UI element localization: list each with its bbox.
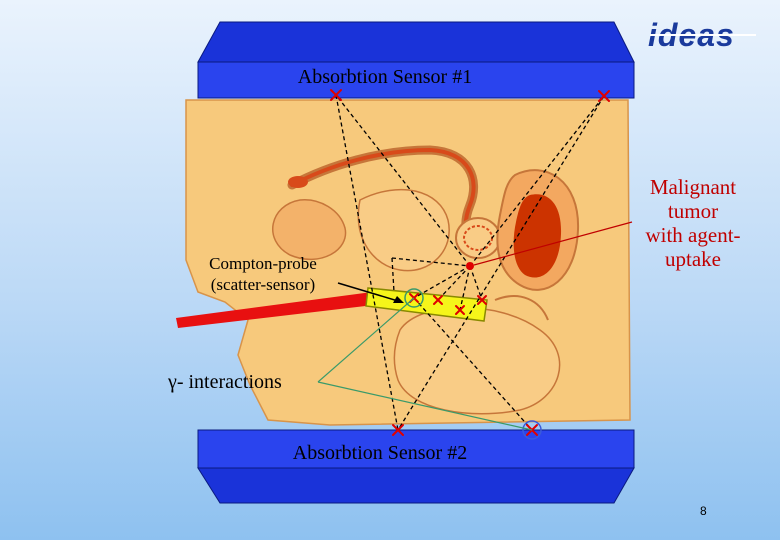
sensor1-body [197, 61, 635, 99]
pointer-tumor [473, 221, 633, 266]
pelvic-organ-outline [272, 199, 347, 261]
marker-probe-4 [477, 295, 487, 305]
pointer-gamma-sensor2 [317, 381, 533, 431]
highlight-circle-probe [404, 288, 424, 308]
pointer-gamma-probe [317, 297, 415, 383]
tumor-mass [513, 194, 562, 278]
marker-sensor1-left [330, 89, 342, 101]
sensor2-label: Absorbtion Sensor #2 [292, 442, 468, 464]
tumor-label: Malignant tumor with agent- uptake [628, 175, 758, 271]
ray-through-probe-left [335, 94, 399, 431]
ray-to-sensor2-right [413, 297, 533, 431]
tumor-label-line-3: with agent- [645, 223, 741, 247]
pointer-probe-arrowhead [393, 296, 404, 303]
tumor-source-point [466, 262, 474, 270]
ray-vertical-left [391, 257, 395, 293]
marker-probe-3 [455, 305, 465, 315]
probe-label-line-2: (scatter-sensor) [210, 275, 316, 294]
gamma-ray-paths [335, 94, 605, 431]
sensor1-label: Absorbtion Sensor #1 [297, 66, 473, 88]
sensor1-top-cap [197, 21, 635, 63]
ray-to-sensor1-left [335, 94, 471, 267]
ray-to-probe-2 [437, 265, 471, 301]
sensor2-body [197, 429, 635, 469]
probe-label: Compton-probe (scatter-sensor) [188, 253, 338, 295]
page-number: 8 [700, 504, 707, 518]
gland-outline [455, 217, 501, 259]
tumor-label-line-2: tumor [667, 199, 719, 223]
highlight-circle-sensor2 [522, 420, 542, 440]
marker-probe-2 [433, 295, 443, 305]
probe-label-line-1: Compton-probe [209, 254, 317, 273]
ray-horizontal [391, 257, 471, 267]
pointer-probe-label [337, 282, 399, 302]
ray-to-probe-3 [459, 265, 471, 311]
ray-to-probe-4 [469, 265, 483, 301]
tumor-label-line-1: Malignant [649, 175, 737, 199]
probe-shaft [176, 292, 374, 328]
urethra-tip [288, 176, 308, 188]
tumor-label-line-4: uptake [665, 247, 721, 271]
ray-to-probe-1 [413, 265, 471, 299]
ray-to-sensor1-right [469, 95, 605, 267]
ideas-logo: ideas [648, 17, 756, 53]
gamma-interactions-label: γ- interactions [168, 371, 282, 393]
marker-sensor2-left [392, 424, 404, 436]
sensor2-bottom-cap [197, 467, 635, 504]
marker-sensor1-right [598, 90, 610, 102]
rectum-outline [494, 295, 549, 321]
ray-down-right [397, 95, 605, 431]
